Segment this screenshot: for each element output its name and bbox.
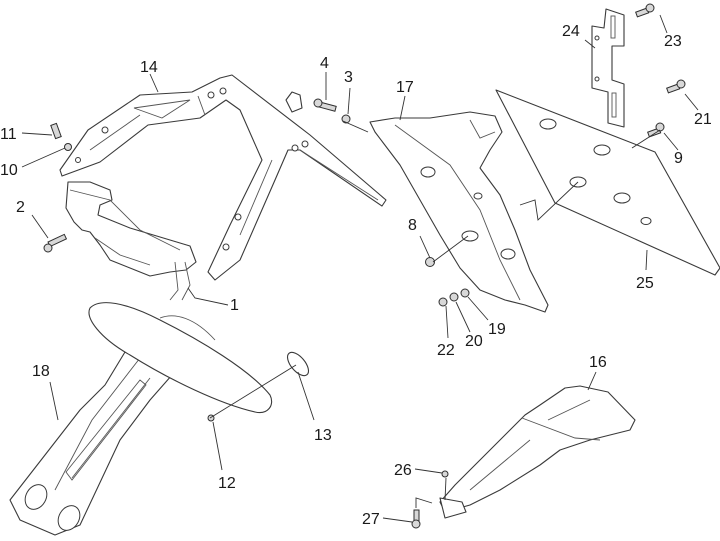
callout-11: 11 bbox=[0, 126, 17, 143]
part-rear-light-lens[interactable] bbox=[88, 302, 273, 414]
callout-20: 20 bbox=[465, 333, 483, 350]
callout-22: 22 bbox=[437, 342, 455, 359]
leader-lines bbox=[21, 14, 699, 523]
callout-1: 1 bbox=[230, 297, 239, 314]
callout-27: 27 bbox=[362, 511, 380, 528]
part-17-cover[interactable] bbox=[369, 111, 549, 313]
part-9-screw[interactable] bbox=[647, 122, 665, 138]
callout-2: 2 bbox=[16, 199, 25, 216]
callout-14: 14 bbox=[140, 59, 158, 76]
callout-4: 4 bbox=[320, 55, 329, 72]
callout-3: 3 bbox=[344, 69, 353, 86]
callout-26: 26 bbox=[394, 462, 412, 479]
part-23-screw[interactable] bbox=[635, 3, 655, 18]
part-21-screw[interactable] bbox=[666, 79, 686, 94]
part-19-washer[interactable] bbox=[460, 288, 470, 298]
callout-24: 24 bbox=[562, 23, 580, 40]
part-13-reflector[interactable] bbox=[284, 349, 313, 379]
part-2-screw[interactable] bbox=[43, 233, 68, 253]
callout-18: 18 bbox=[32, 363, 50, 380]
part-1-light-housing[interactable] bbox=[65, 181, 197, 301]
callout-16: 16 bbox=[589, 354, 607, 371]
callout-8: 8 bbox=[408, 217, 417, 234]
part-26-nut[interactable] bbox=[441, 470, 449, 478]
callout-12: 12 bbox=[218, 475, 236, 492]
part-22-washer[interactable] bbox=[438, 297, 448, 307]
callout-23: 23 bbox=[664, 33, 682, 50]
part-24-plate-bracket[interactable] bbox=[591, 8, 625, 128]
callout-25: 25 bbox=[636, 275, 654, 292]
callout-labels: 14 11 10 2 4 3 17 8 1 24 23 21 9 25 22 2… bbox=[0, 23, 712, 528]
callout-10: 10 bbox=[0, 162, 18, 179]
callout-9: 9 bbox=[674, 150, 683, 167]
callout-17: 17 bbox=[396, 79, 414, 96]
callout-19: 19 bbox=[488, 321, 506, 338]
part-10-washer[interactable] bbox=[64, 143, 72, 151]
part-27-screw[interactable] bbox=[411, 509, 421, 529]
part-16-mudguard-flap[interactable] bbox=[439, 385, 636, 519]
callout-21: 21 bbox=[694, 111, 712, 128]
callout-13: 13 bbox=[314, 427, 332, 444]
part-11-bolt[interactable] bbox=[50, 122, 62, 140]
part-14-frame-bracket[interactable] bbox=[59, 74, 387, 281]
part-20-washer[interactable] bbox=[449, 292, 459, 302]
part-3-washer[interactable] bbox=[341, 114, 351, 124]
part-4-bolt[interactable] bbox=[313, 98, 337, 112]
